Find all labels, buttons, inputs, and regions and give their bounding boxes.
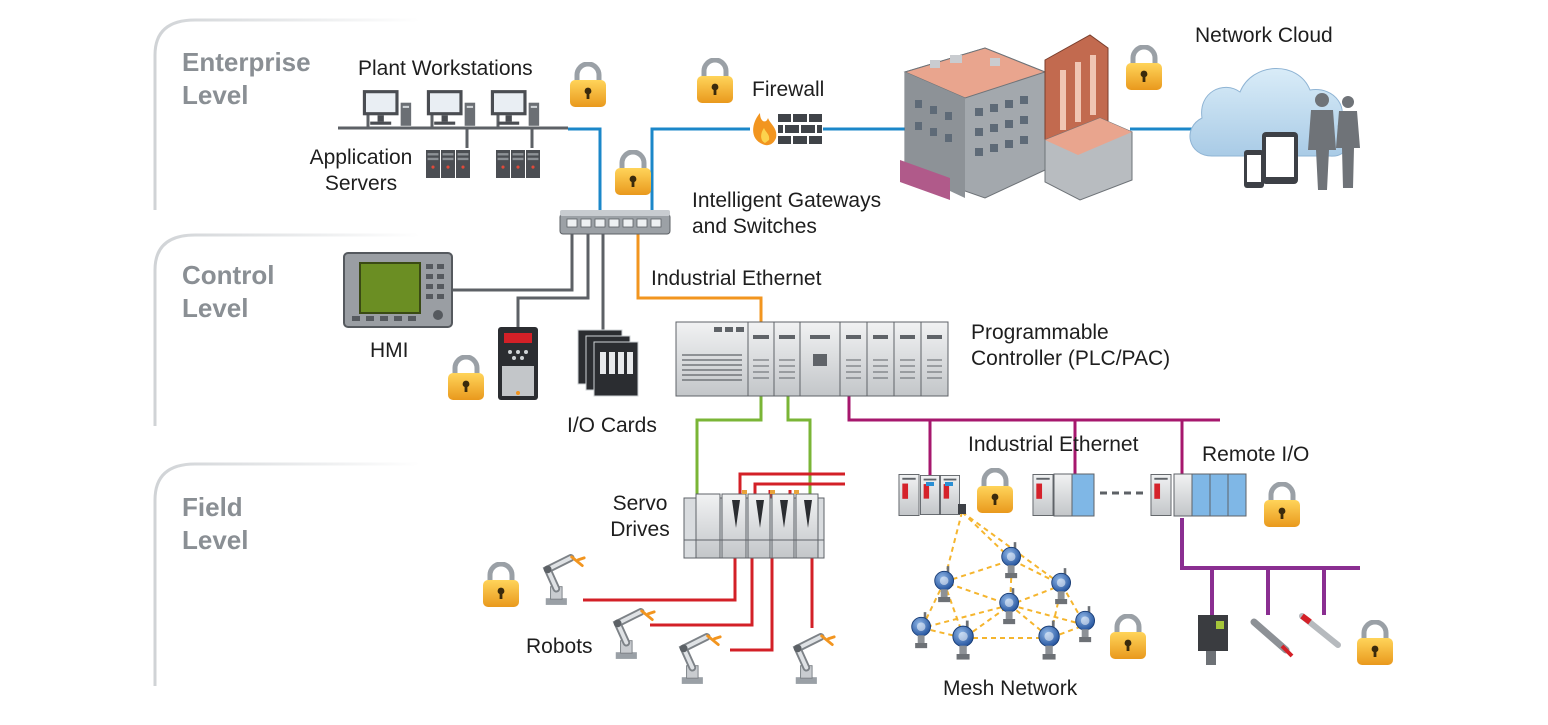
control-bracket (153, 233, 420, 426)
io-cards (577, 329, 639, 397)
smartphone-icon (1244, 150, 1264, 188)
padlock-icon (977, 470, 1013, 513)
servo-drive-icon (683, 490, 825, 559)
robots (544, 557, 834, 684)
enterprise-bracket (153, 18, 420, 210)
computer-monitor-icon (362, 90, 412, 126)
padlock-icon (570, 64, 606, 107)
server-tower-icon (426, 150, 440, 178)
remote-io-module-icon (898, 474, 960, 516)
wireless-sensor-icon (1051, 568, 1072, 605)
plc-label: Programmable Controller (PLC/PAC) (971, 321, 1171, 370)
proximity-sensor-icon (1299, 613, 1341, 648)
wireless-sensor-icon (952, 620, 974, 661)
business-people-icon (1308, 93, 1360, 190)
server-tower-icon (526, 150, 540, 178)
padlock-icon (448, 357, 484, 400)
robot-arm-icon (794, 636, 834, 684)
padlock-icon (1126, 47, 1162, 90)
office-building-icon (900, 34, 1133, 201)
hmi-panel-icon (343, 252, 453, 328)
robots-label: Robots (526, 635, 593, 658)
industrial-ethernet-label-top: Industrial Ethernet (651, 267, 822, 290)
servo-links (695, 396, 812, 498)
device-links (1180, 518, 1360, 615)
padlock-icon (1110, 616, 1146, 659)
padlock-icon (483, 564, 519, 607)
industrial-ethernet-label-bottom: Industrial Ethernet (968, 433, 1139, 456)
plant-workstations (362, 90, 540, 126)
firewall-label: Firewall (752, 78, 825, 101)
wireless-sensor-icon (1075, 606, 1096, 643)
wireless-sensor-icon (1038, 620, 1060, 661)
remote-io-module-icon (1032, 473, 1095, 517)
computer-monitor-icon (426, 90, 476, 126)
network-switch-icon (559, 210, 671, 235)
gateways-switches-label: Intelligent Gateways and Switches (692, 189, 882, 238)
industrial-ethernet-link (636, 228, 763, 322)
remote-io-module-icon (1150, 473, 1247, 517)
io-card-icon (593, 341, 639, 397)
network-cloud (1189, 68, 1360, 190)
firewall-icon (753, 113, 822, 146)
servo-drives-label: Servo Drives (610, 492, 670, 541)
field-sensors (1198, 613, 1341, 665)
padlock-icon (697, 60, 733, 103)
remote-io-links (847, 396, 1220, 475)
robot-arm-icon (614, 611, 654, 659)
proximity-sensor-icon (1250, 618, 1294, 658)
hmi-label: HMI (370, 339, 409, 362)
mesh-network (911, 504, 1096, 661)
robot-arm-icon (680, 636, 720, 684)
remote-io-label: Remote I/O (1202, 443, 1310, 466)
server-tower-icon (441, 150, 455, 178)
io-cards-label: I/O Cards (567, 414, 657, 437)
plc-rack-icon (675, 321, 949, 397)
control-links (338, 110, 605, 330)
field-bracket (153, 462, 420, 686)
padlock-icon (1264, 484, 1300, 527)
plant-workstations-label: Plant Workstations (358, 57, 533, 80)
server-tower-icon (496, 150, 510, 178)
enterprise-links (568, 127, 1192, 222)
padlock-icon (615, 152, 651, 195)
network-cloud-label: Network Cloud (1195, 24, 1333, 47)
mesh-network-label: Mesh Network (943, 677, 1078, 700)
remote-io-modules (898, 473, 1247, 517)
photoelectric-sensor-icon (1198, 615, 1228, 665)
drive-controller-icon (498, 327, 538, 400)
field-level-label: Field Level (182, 492, 249, 555)
wireless-sensor-icon (934, 566, 955, 603)
wireless-sensor-icon (1001, 542, 1022, 579)
padlock-icon (1357, 622, 1393, 665)
tablet-icon (1262, 132, 1298, 184)
application-servers (426, 150, 540, 178)
application-servers-label: Application Servers (309, 146, 413, 195)
enterprise-level-label: Enterprise Level (182, 47, 311, 110)
level-brackets (153, 18, 420, 686)
server-tower-icon (511, 150, 525, 178)
control-level-label: Control Level (182, 260, 275, 323)
robot-arm-icon (544, 557, 584, 605)
server-tower-icon (456, 150, 470, 178)
wireless-sensor-icon (999, 588, 1020, 625)
